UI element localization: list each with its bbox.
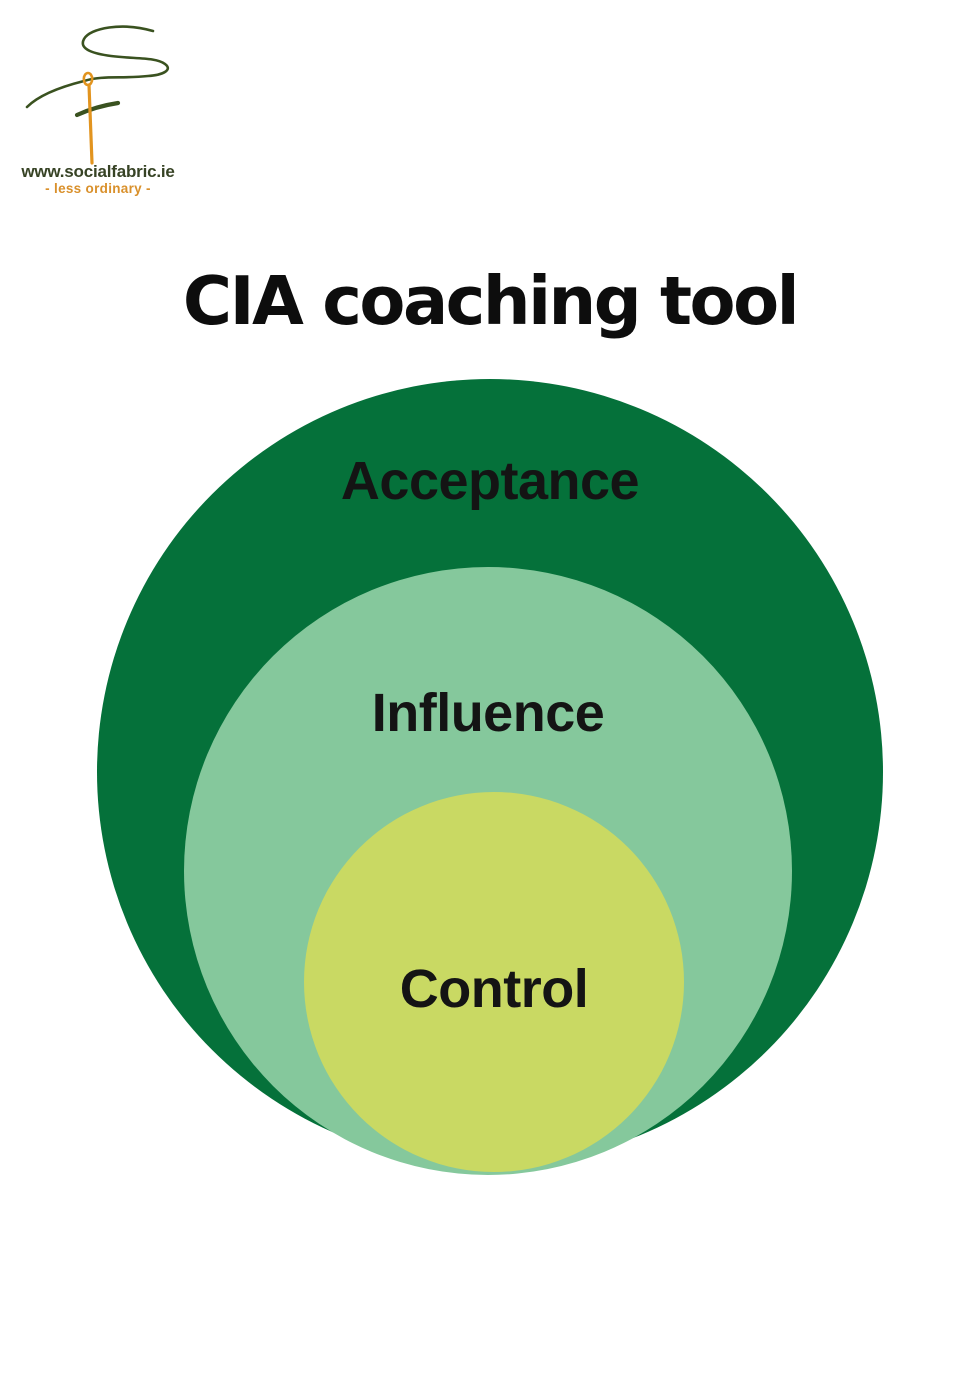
control-label: Control	[399, 959, 589, 1019]
page-title: CIA coaching tool	[182, 262, 800, 340]
influence-label: Influence	[371, 683, 605, 743]
needle-and-thread-logo-icon	[25, 25, 170, 165]
thread-f-crossbar	[74, 100, 121, 118]
acceptance-label: Acceptance	[340, 451, 640, 511]
socialfabric-logo: www.socialfabric.ie - less ordinary -	[0, 0, 220, 210]
control-circle	[304, 792, 684, 1172]
logo-tagline: - less ordinary -	[45, 181, 151, 196]
needle-shaft	[87, 83, 94, 165]
logo-site-url: www.socialfabric.ie	[21, 162, 175, 181]
